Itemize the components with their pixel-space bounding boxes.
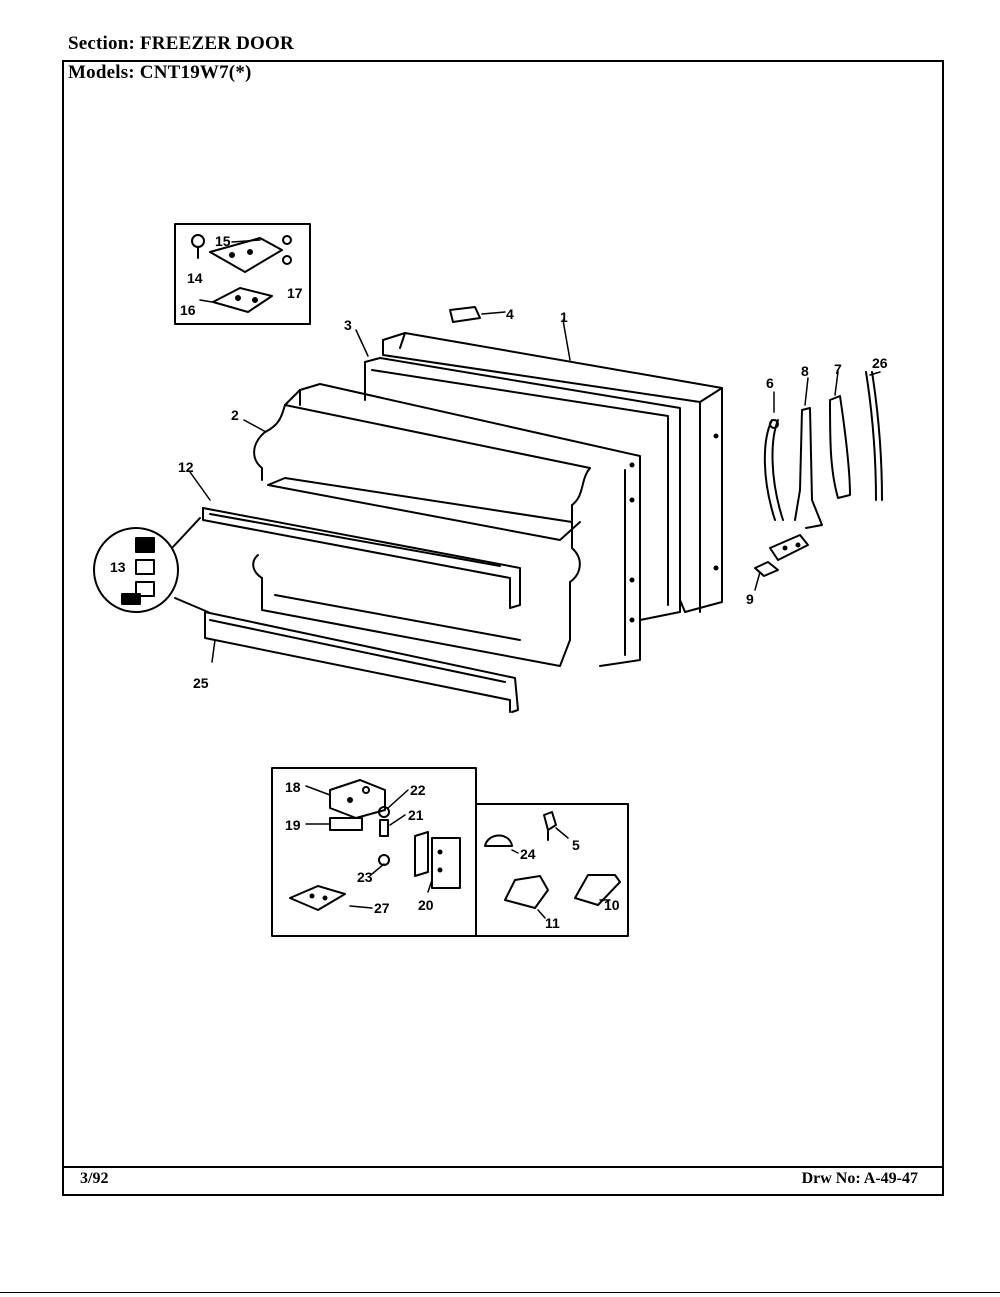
shelf-rail — [202, 507, 521, 609]
callout-12: 12 — [178, 459, 194, 475]
callout-13: 13 — [110, 559, 126, 575]
section-header: Section: FREEZER DOOR — [68, 33, 294, 55]
callout-24: 24 — [520, 846, 536, 862]
callout-17: 17 — [287, 285, 303, 301]
callout-1: 1 — [560, 309, 568, 325]
callout-5: 5 — [572, 837, 580, 853]
drawing-frame — [62, 60, 944, 1196]
leader-lines — [189, 239, 881, 919]
section-title: FREEZER DOOR — [140, 33, 294, 54]
callout-3: 3 — [344, 317, 352, 333]
callout-14: 14 — [187, 270, 203, 286]
callout-15: 15 — [215, 233, 231, 249]
callout-26: 26 — [872, 355, 888, 371]
hinge-cover-inset — [174, 223, 311, 325]
callout-9: 9 — [746, 591, 754, 607]
callout-labels: 1 2 3 4 5 6 7 8 9 10 11 12 13 14 15 16 1… — [110, 233, 888, 931]
callout-8: 8 — [801, 363, 809, 379]
page-bottom-rule — [0, 1292, 1000, 1293]
models-value: CNT19W7(*) — [139, 62, 252, 83]
detail-13-circle — [93, 517, 209, 613]
drawing-value: A-49-47 — [863, 1170, 918, 1187]
callout-18: 18 — [285, 779, 301, 795]
callout-23: 23 — [357, 869, 373, 885]
drawing-number: Drw No: A-49-47 — [802, 1170, 918, 1188]
callout-19: 19 — [285, 817, 301, 833]
door-handle-parts — [754, 371, 883, 577]
screws-clips-inset — [475, 803, 629, 937]
callout-2: 2 — [231, 407, 239, 423]
inner-door-liner — [252, 383, 641, 667]
callout-4: 4 — [506, 306, 514, 322]
part-4-block — [449, 306, 481, 323]
bottom-rail — [204, 611, 519, 713]
callout-21: 21 — [408, 807, 424, 823]
callout-7: 7 — [834, 361, 842, 377]
callout-11: 11 — [545, 915, 560, 931]
callout-6: 6 — [766, 375, 774, 391]
date-code: 3/92 — [80, 1170, 109, 1187]
callout-20: 20 — [418, 897, 434, 913]
outer-door-panel — [382, 332, 723, 613]
section-label: Section: — [68, 33, 136, 54]
callout-10: 10 — [604, 897, 620, 913]
callout-25: 25 — [193, 675, 209, 691]
footer-rule — [62, 1166, 944, 1168]
drawing-label: Drw No: — [801, 1170, 861, 1187]
models-label: Models: — [68, 62, 135, 83]
models-header: Models: CNT19W7(*) — [68, 62, 252, 84]
callout-16: 16 — [180, 302, 196, 318]
callout-22: 22 — [410, 782, 426, 798]
callout-27: 27 — [374, 900, 390, 916]
